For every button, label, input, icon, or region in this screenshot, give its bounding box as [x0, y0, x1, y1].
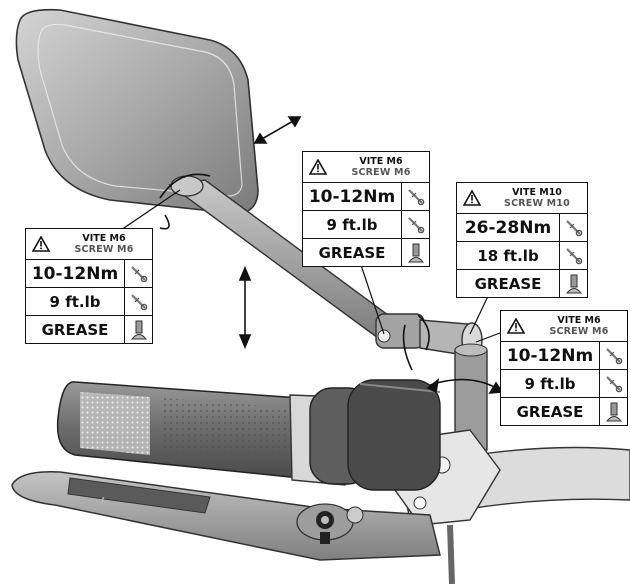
- torque-nm: 26-28Nm: [457, 214, 560, 241]
- torque-callout-mirror-pivot: VITE M6 SCREW M6 10-12Nm 9 ft.lb GREASE: [25, 228, 153, 344]
- torque-ftlb: 9 ft.lb: [303, 211, 402, 238]
- warning-triangle-icon: [26, 229, 56, 259]
- torque-wrench-icon: [560, 242, 587, 269]
- torque-ftlb: 9 ft.lb: [501, 370, 600, 397]
- torque-wrench-icon: [600, 342, 627, 369]
- screw-name-it: VITE M6: [359, 156, 403, 167]
- torque-wrench-icon: [402, 211, 429, 238]
- warning-triangle-icon: [303, 152, 333, 182]
- mirror-arm: [168, 175, 488, 451]
- torque-callout-swivel: VITE M6 SCREW M6 10-12Nm 9 ft.lb GREASE: [500, 310, 628, 426]
- screw-name-it: VITE M6: [557, 315, 601, 326]
- callout-leaders: [117, 189, 509, 343]
- screw-name-en: SCREW M10: [504, 198, 570, 209]
- svg-text:f: f: [102, 497, 105, 504]
- screw-name-en: SCREW M6: [351, 167, 411, 178]
- torque-wrench-icon: [125, 288, 152, 315]
- grease-tube-icon: [125, 316, 152, 343]
- torque-ftlb: 18 ft.lb: [457, 242, 560, 269]
- lubricant: GREASE: [303, 239, 402, 266]
- screw-name-it: VITE M6: [82, 233, 126, 244]
- torque-nm: 10-12Nm: [501, 342, 600, 369]
- screw-name-en: SCREW M6: [549, 326, 609, 337]
- warning-triangle-icon: [501, 311, 531, 341]
- lubricant: GREASE: [26, 316, 125, 343]
- grease-tube-icon: [600, 398, 627, 425]
- torque-callout-clamp-bolt: VITE M10 SCREW M10 26-28Nm 18 ft.lb GREA…: [456, 182, 588, 298]
- screw-name-en: SCREW M6: [74, 244, 134, 255]
- torque-wrench-icon: [560, 214, 587, 241]
- torque-nm: 10-12Nm: [303, 183, 402, 210]
- screw-name-it: VITE M10: [512, 187, 562, 198]
- brake-lever: f: [11, 471, 455, 584]
- torque-ftlb: 9 ft.lb: [26, 288, 125, 315]
- mirror-head: [15, 8, 259, 215]
- torque-wrench-icon: [125, 260, 152, 287]
- torque-wrench-icon: [402, 183, 429, 210]
- lubricant: GREASE: [501, 398, 600, 425]
- handlebar-grip: [56, 379, 441, 491]
- torque-nm: 10-12Nm: [26, 260, 125, 287]
- grease-tube-icon: [560, 270, 587, 297]
- warning-triangle-icon: [457, 183, 487, 213]
- torque-wrench-icon: [600, 370, 627, 397]
- adjustment-arrows: [159, 116, 504, 394]
- grease-tube-icon: [402, 239, 429, 266]
- lubricant: GREASE: [457, 270, 560, 297]
- torque-callout-arm-joint: VITE M6 SCREW M6 10-12Nm 9 ft.lb GREASE: [302, 151, 430, 267]
